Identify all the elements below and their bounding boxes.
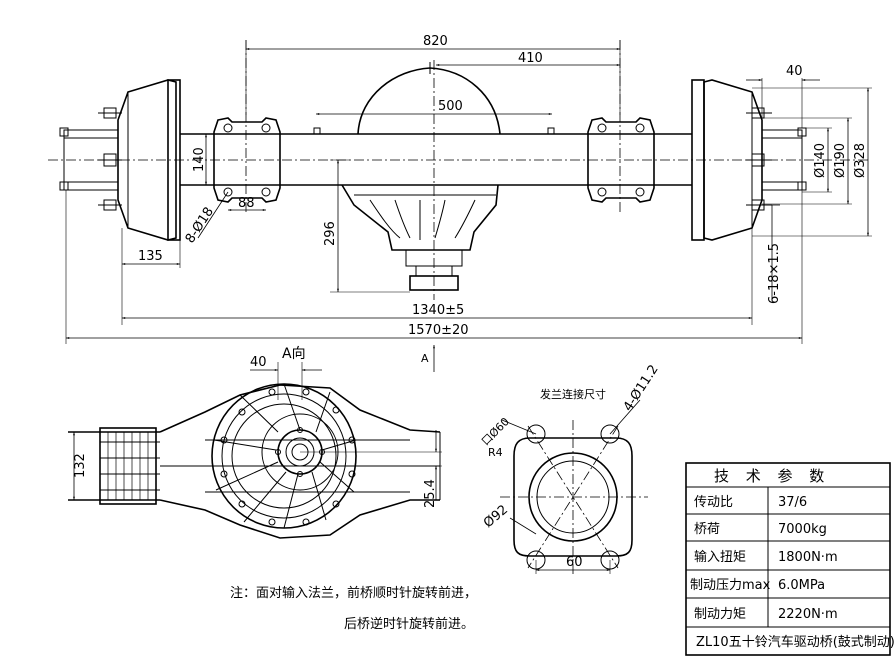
axle-front-view (48, 40, 870, 300)
view-a-marker: A (421, 352, 429, 365)
dim-410: 410 (518, 51, 543, 66)
row-label: 输入扭矩 (694, 549, 746, 565)
row-label: 制动压力max (690, 578, 771, 593)
flange-title: 发兰连接尺寸 (540, 387, 606, 401)
row-label: 桥荷 (694, 522, 720, 537)
table-title: 技 术 参 数 (714, 467, 830, 485)
row-value: 6.0MPa (778, 578, 825, 593)
view-a-title: A向 (282, 346, 306, 362)
tech-params-table: 技 术 参 数 传动比 37/6 桥荷 7000kg 输入扭矩 1800N·m … (685, 462, 894, 656)
dim-phi140: Ø140 (813, 143, 828, 178)
dim-88: 88 (238, 196, 255, 211)
flange-dim-phi92: Ø92 (481, 502, 511, 531)
dim-500: 500 (438, 99, 463, 114)
row-value: 37/6 (778, 495, 807, 510)
dim-140-left: 140 (192, 147, 207, 172)
row-value: 7000kg (778, 522, 827, 537)
main-dimensions: 820 410 500 40 140 88 8-Ø18 135 296 (65, 34, 872, 372)
table-row: 桥荷 7000kg (694, 522, 827, 537)
dim-820: 820 (423, 34, 448, 49)
left-hub (59, 79, 181, 241)
right-spring-seat (587, 40, 655, 215)
view-a-dim-132: 132 (73, 453, 88, 478)
dim-135: 135 (138, 249, 163, 264)
dim-296: 296 (323, 221, 338, 246)
dim-1340: 1340±5 (412, 303, 464, 318)
table-row: 传动比 37/6 (694, 495, 807, 510)
differential-housing (313, 60, 555, 300)
flange-dim-4-phi11-2: 4-Ø11.2 (621, 362, 662, 414)
view-a: A向 40 132 (68, 346, 477, 632)
dim-6-18x1-5: 6-18×1.5 (767, 243, 782, 304)
flange-view: 发兰连接尺寸 4-Ø11.2 口Ø60 R4 Ø92 60 (479, 362, 662, 574)
flange-dim-sq-phi60: 口Ø60 (479, 415, 512, 448)
row-value: 1800N·m (778, 550, 838, 565)
dim-phi190: Ø190 (833, 143, 848, 178)
table-row: 制动压力max 6.0MPa (690, 578, 825, 593)
note-line-2: 后桥逆时针旋转前进。 (344, 616, 474, 632)
left-spring-seat (213, 40, 281, 215)
dim-40-top: 40 (786, 64, 803, 79)
row-label: 制动力矩 (694, 607, 746, 622)
row-label: 传动比 (694, 495, 733, 510)
dim-phi328: Ø328 (853, 143, 868, 178)
flange-dim-r4: R4 (488, 446, 503, 459)
row-value: 2220N·m (778, 607, 838, 622)
right-hub (691, 79, 807, 241)
table-footer: ZL10五十铃汽车驱动桥(鼓式制动) (696, 634, 894, 650)
table-row: 制动力矩 2220N·m (694, 607, 838, 622)
flange-dim-60: 60 (566, 555, 583, 570)
view-a-dim-40: 40 (250, 355, 267, 370)
note-line-1: 注：面对输入法兰，前桥顺时针旋转前进， (230, 585, 477, 601)
dim-8-phi18: 8-Ø18 (183, 205, 217, 247)
dim-1570: 1570±20 (408, 323, 469, 338)
table-row: 输入扭矩 1800N·m (694, 549, 838, 565)
view-a-dim-25-4: 25.4 (423, 479, 438, 508)
